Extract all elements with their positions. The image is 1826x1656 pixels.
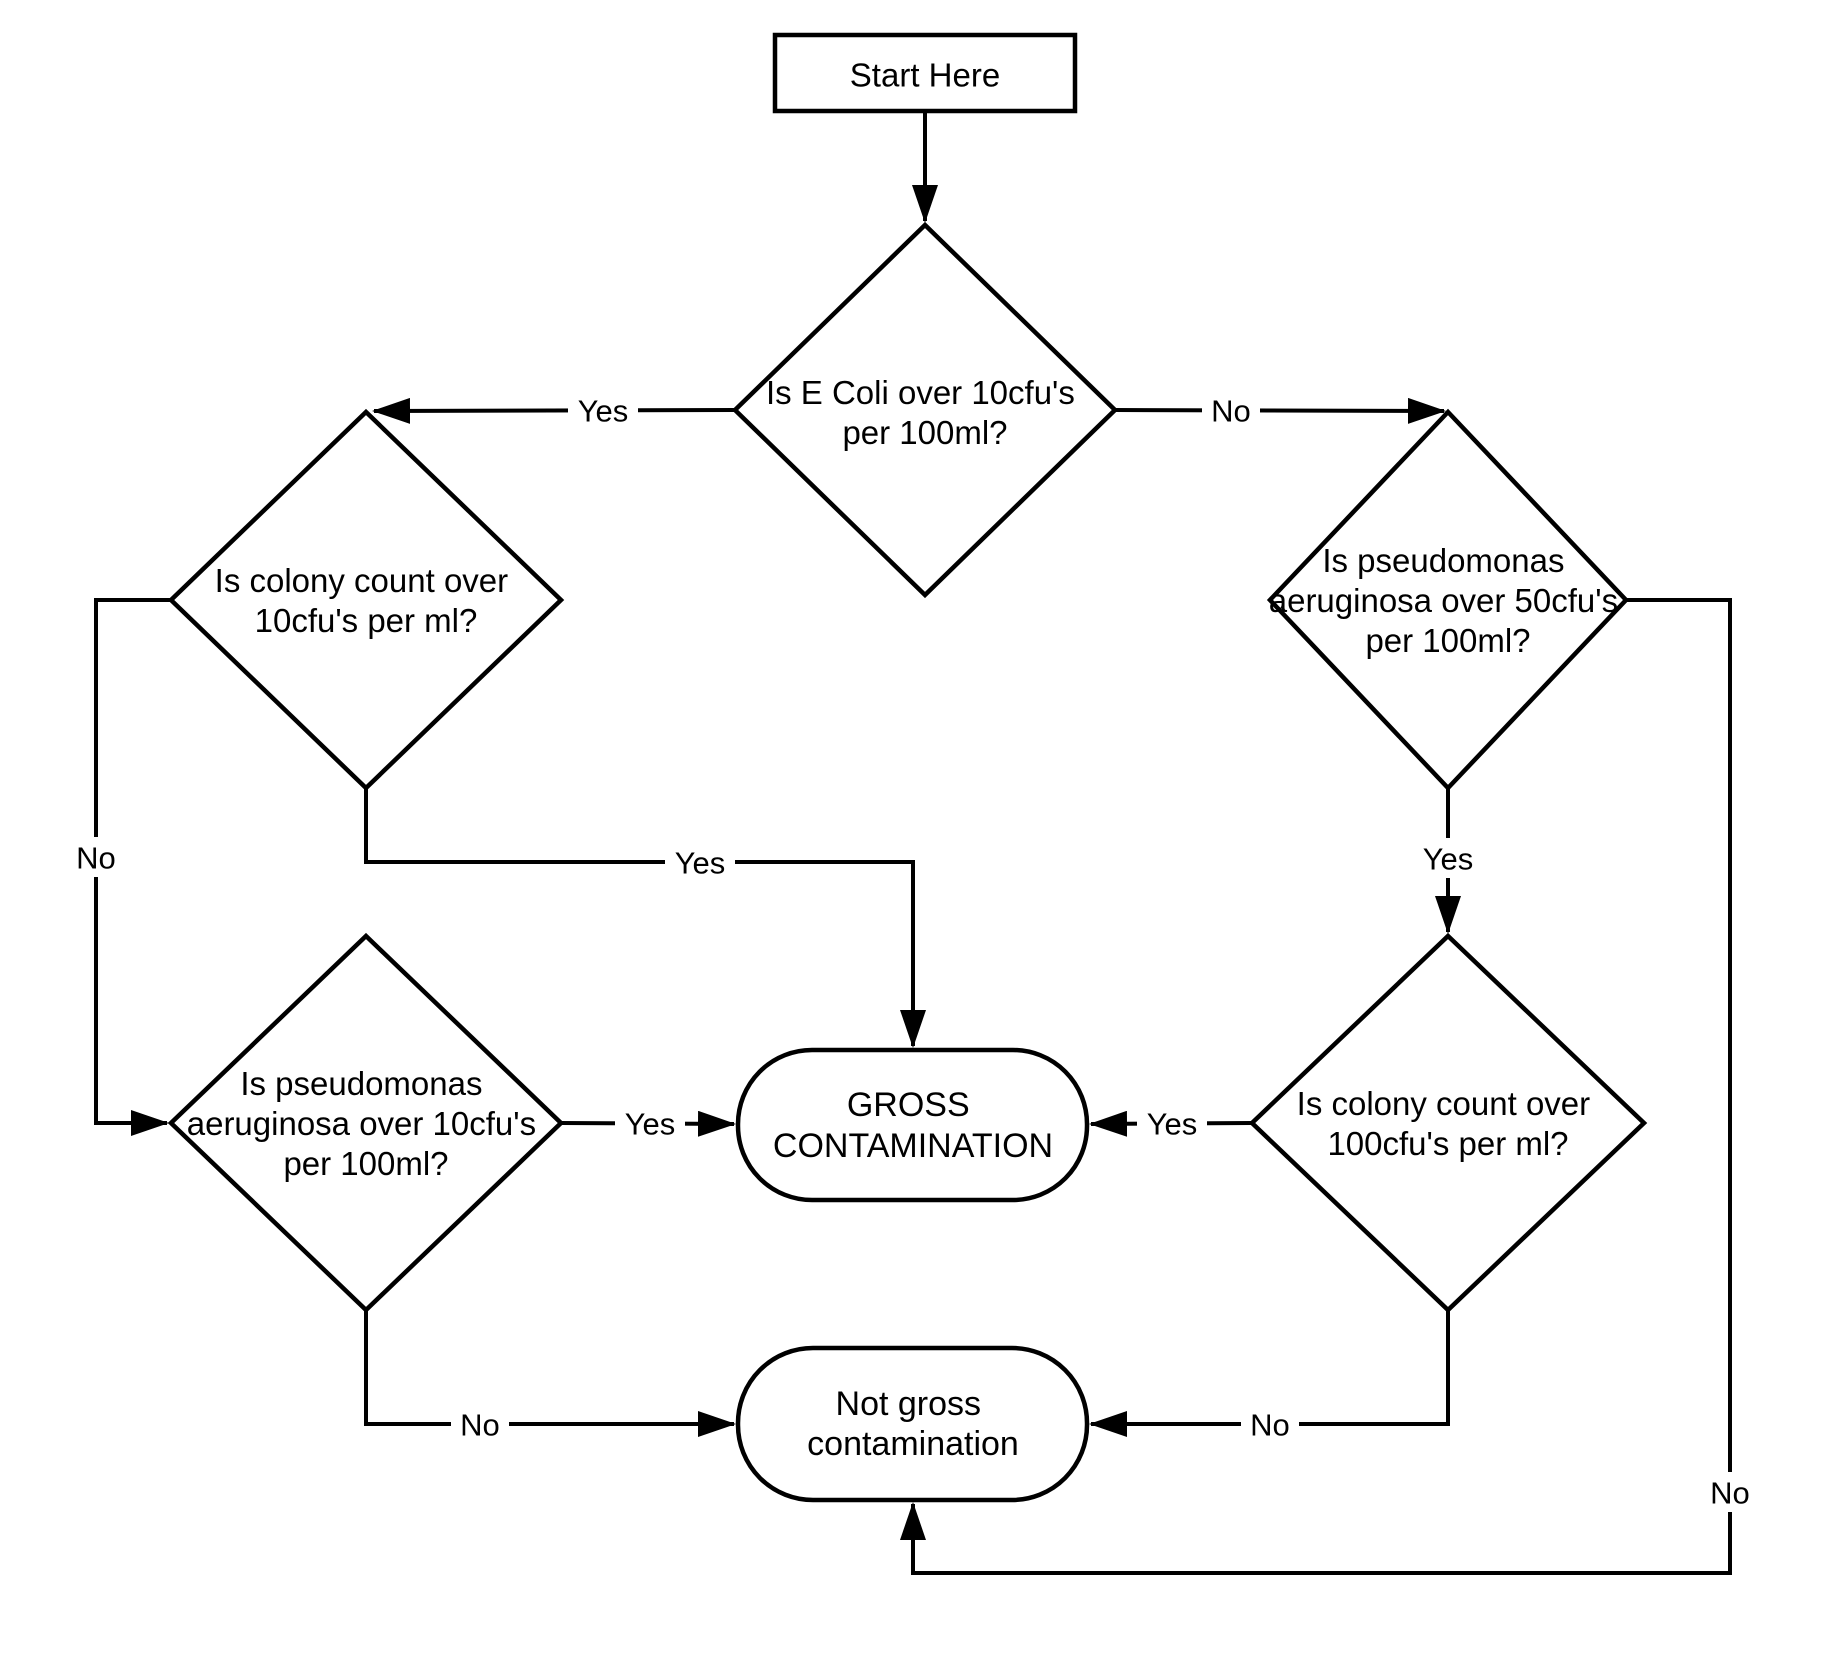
decision-ecoli-label: Is E Coli over 10cfu's per 100ml?: [766, 374, 1084, 451]
svg-text:No: No: [460, 1408, 500, 1443]
svg-text:Yes: Yes: [1147, 1107, 1198, 1142]
edge-pseudo50-no-to-notgross: [900, 598, 1732, 1575]
svg-text:No: No: [1250, 1408, 1290, 1443]
edge-label-ecoli-no: No: [1202, 390, 1260, 430]
svg-text:No: No: [1710, 1476, 1750, 1511]
start-node-shape: [772, 32, 1078, 114]
edge-label-bg: [67, 837, 125, 877]
edge-label-bg: [1202, 390, 1260, 430]
edge-colony10-yes-to-gross: [364, 788, 926, 1048]
edge-label-ecoli-yes: Yes: [568, 390, 638, 430]
edge-colony100-no-to-notgross: [1089, 1310, 1450, 1437]
terminal-gross-contamination-label: GROSS CONTAMINATION: [773, 1086, 1053, 1165]
edge-label-bg: [665, 842, 735, 882]
decision-pseudo50-shape: [1266, 408, 1630, 792]
terminal-gross-contamination-shape: [735, 1047, 1090, 1203]
edge-label-colony100-no: No: [1241, 1404, 1299, 1444]
edge-ecoli-yes-to-colony10: [372, 397, 736, 424]
edge-label-pseudo10-no: No: [451, 1404, 509, 1444]
edge-ecoli-no-to-pseudo50: [1114, 397, 1446, 424]
terminal-not-gross-label: Not gross contamination: [807, 1385, 1019, 1463]
decision-ecoli-shape: [731, 221, 1119, 599]
svg-text:Yes: Yes: [578, 394, 629, 429]
edge-label-bg: [451, 1404, 509, 1444]
edge-label-pseudo50-yes: Yes: [1413, 838, 1483, 878]
edge-label-colony10-yes: Yes: [665, 842, 735, 882]
terminal-not-gross-shape: [735, 1345, 1090, 1503]
svg-text:No: No: [1211, 394, 1251, 429]
edge-pseudo10-no-to-notgross: [364, 1310, 736, 1437]
edge-label-bg: [1137, 1103, 1207, 1143]
decision-colony100-label: Is colony count over 100cfu's per ml?: [1297, 1085, 1600, 1162]
edge-label-colony100-yes: Yes: [1137, 1103, 1207, 1143]
edge-label-bg: [615, 1103, 685, 1143]
decision-pseudo50-label: Is pseudomonas aeruginosa over 50cfu's p…: [1269, 542, 1628, 659]
edge-label-pseudo50-no: No: [1701, 1472, 1759, 1512]
edge-label-bg: [1701, 1472, 1759, 1512]
svg-text:Yes: Yes: [1423, 842, 1474, 877]
decision-colony10-label: Is colony count over 10cfu's per ml?: [215, 562, 518, 639]
decision-pseudo10-shape: [167, 932, 565, 1314]
decision-colony100-shape: [1248, 932, 1648, 1314]
decision-colony10-shape: [167, 408, 565, 792]
edge-label-bg: [1413, 838, 1483, 878]
start-node-label: Start Here: [850, 57, 1000, 94]
svg-text:Yes: Yes: [625, 1107, 676, 1142]
svg-text:No: No: [76, 841, 116, 876]
edge-label-bg: [1241, 1404, 1299, 1444]
edge-label-colony10-no: No: [67, 837, 125, 877]
svg-text:Yes: Yes: [675, 846, 726, 881]
edge-label-bg: [568, 390, 638, 430]
decision-pseudo10-label: Is pseudomonas aeruginosa over 10cfu's p…: [187, 1065, 546, 1182]
edge-label-pseudo10-yes: Yes: [615, 1103, 685, 1143]
